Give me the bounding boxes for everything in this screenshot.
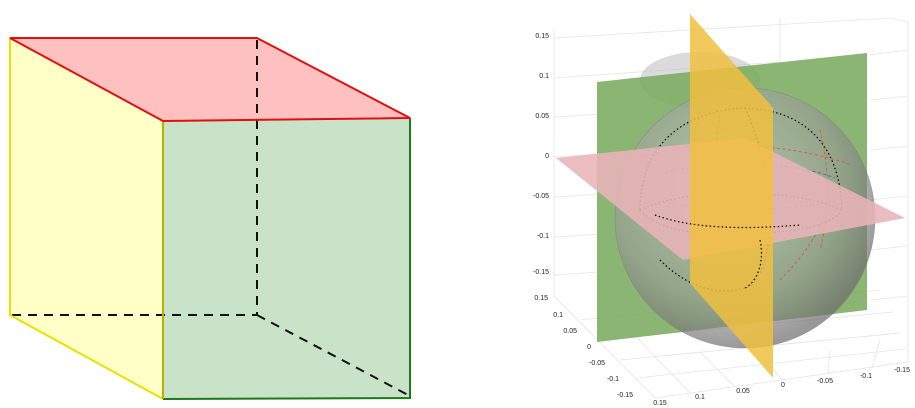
y-axis-ticks: 0.15 0.1 0.05 0 -0.05 -0.1 -0.15 bbox=[533, 33, 549, 276]
x-tick-label: -0.1 bbox=[860, 373, 872, 380]
x-axis-ticks-left: 0.15 0.1 0.05 0 -0.05 -0.1 -0.15 bbox=[534, 295, 633, 399]
cube-front-face bbox=[163, 118, 410, 399]
x-tick-label: -0.1 bbox=[607, 376, 619, 383]
black-curves-front bbox=[654, 214, 801, 289]
x-tick-label: 0.05 bbox=[563, 328, 577, 335]
x-tick-label: -0.15 bbox=[894, 367, 910, 374]
y-tick-label: 0.15 bbox=[535, 33, 549, 40]
cube-diagram bbox=[9, 37, 411, 400]
x-tick-label: -0.05 bbox=[589, 360, 605, 367]
yellow-plane bbox=[690, 14, 773, 378]
x-tick-label: 0 bbox=[587, 344, 591, 351]
x-tick-label: 0.1 bbox=[695, 394, 705, 401]
x-tick-label: 0.15 bbox=[653, 400, 667, 407]
plot-3d: 0.15 0.1 0.05 0 -0.05 -0.1 -0.15 0.15 0.… bbox=[533, 14, 910, 407]
cube-top-face bbox=[10, 38, 410, 121]
x-tick-label: 0.05 bbox=[736, 388, 750, 395]
x-tick-label: -0.15 bbox=[617, 392, 633, 399]
x-tick-label: 0 bbox=[781, 382, 785, 389]
x-axis-ticks-bottom: 0.15 0.1 0.05 0 -0.05 -0.1 -0.15 bbox=[653, 367, 910, 407]
y-tick-label: -0.1 bbox=[537, 233, 549, 240]
x-tick-label: 0.15 bbox=[534, 295, 548, 302]
y-tick-label: 0.1 bbox=[539, 73, 549, 80]
y-tick-label: 0.05 bbox=[535, 113, 549, 120]
y-tick-label: -0.05 bbox=[533, 193, 549, 200]
y-tick-label: -0.15 bbox=[533, 269, 549, 276]
cube-front-face-edges bbox=[162, 118, 411, 400]
cube-left-face bbox=[10, 38, 163, 399]
y-tick-label: 0 bbox=[545, 153, 549, 160]
x-tick-label: 0.1 bbox=[553, 312, 563, 319]
x-tick-label: -0.05 bbox=[817, 378, 833, 385]
cube-top-face-edges bbox=[9, 37, 411, 123]
cube-left-face-edges bbox=[9, 38, 164, 400]
cube-hidden-edge-diagonal bbox=[256, 314, 411, 397]
